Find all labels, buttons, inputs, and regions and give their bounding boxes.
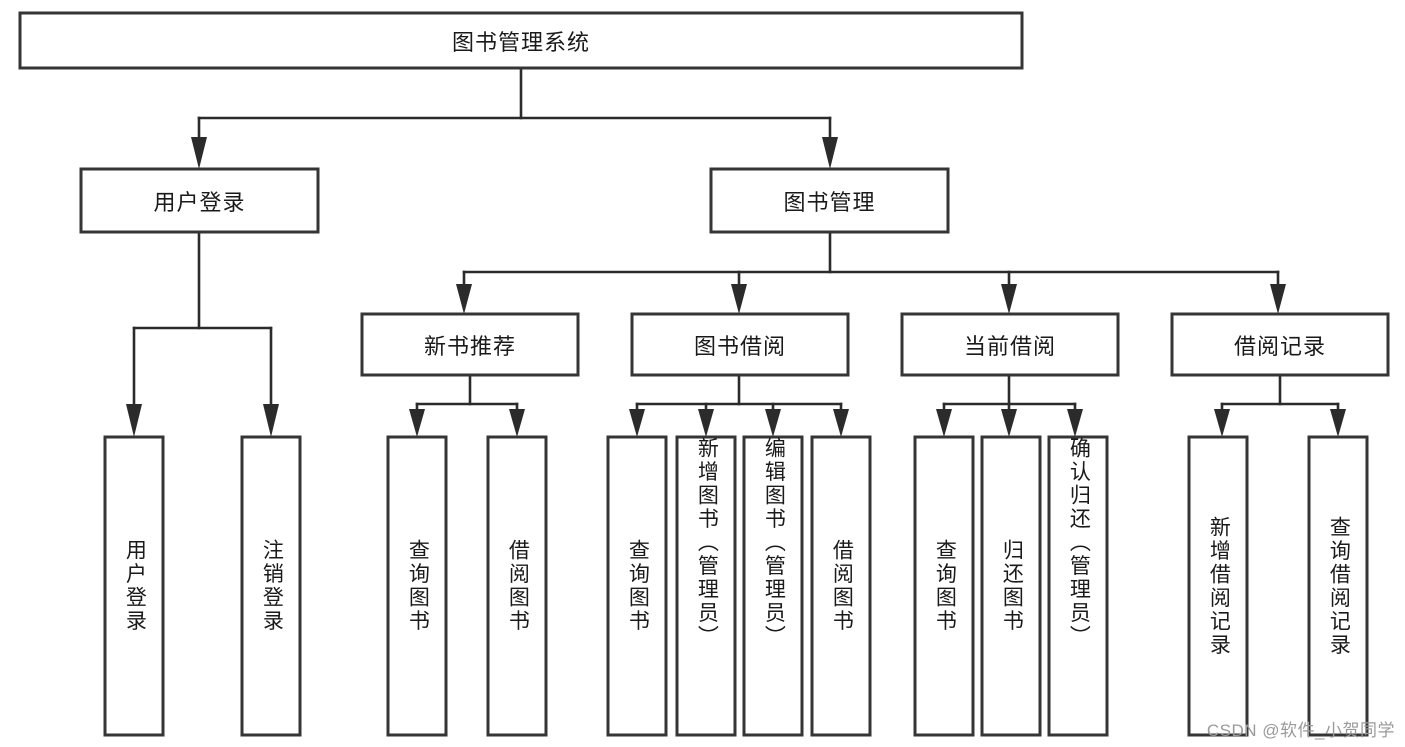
arrow-head-borrow-record: [1270, 284, 1286, 314]
arrow-head-new-book-recommend: [456, 284, 472, 314]
node-box-leaf-user-login[interactable]: [103, 435, 165, 737]
node-box-leaf-logout[interactable]: [240, 435, 302, 737]
arrow-head-leaf-add-book: [698, 409, 714, 437]
watermark-text: CSDN @软件_小贺同学: [1206, 721, 1395, 740]
node-box-leaf-add-record[interactable]: [1187, 435, 1249, 737]
connector-group-user-login: [126, 230, 279, 437]
arrow-head-current-borrow: [1001, 284, 1017, 314]
arrow-head-user-login: [191, 137, 207, 169]
node-box-leaf-borrow-book-1[interactable]: [486, 435, 548, 737]
arrow-head-leaf-borrow-book-1: [509, 409, 525, 437]
node-box-new-book-recommend[interactable]: [360, 312, 580, 377]
connector-group-book-borrow: [629, 373, 849, 437]
node-box-leaf-query-record[interactable]: [1307, 435, 1369, 737]
node-box-leaf-query-book-2[interactable]: [606, 435, 668, 737]
arrow-head-leaf-return-book: [1001, 409, 1017, 437]
node-box-book-borrow[interactable]: [630, 312, 850, 377]
node-box-current-borrow[interactable]: [900, 312, 1120, 377]
arrow-head-book-borrow: [731, 284, 747, 314]
connector-group-borrow-record: [1214, 373, 1346, 437]
connector-group-current-borrow: [936, 373, 1083, 437]
node-box-book-management[interactable]: [709, 167, 950, 234]
connector-group-new-book-recommend: [409, 373, 525, 437]
arrow-head-leaf-query-book-2: [629, 409, 645, 437]
node-box-leaf-confirm-return[interactable]: [1047, 435, 1109, 737]
node-box-leaf-query-book-1[interactable]: [386, 435, 448, 737]
node-box-user-login[interactable]: [79, 167, 320, 234]
arrow-head-book-management: [822, 137, 838, 169]
node-box-leaf-return-book[interactable]: [980, 435, 1042, 737]
node-box-leaf-add-book[interactable]: [675, 435, 737, 737]
node-box-borrow-record[interactable]: [1170, 312, 1390, 377]
node-box-leaf-borrow-book-2[interactable]: [810, 435, 872, 737]
node-box-leaf-query-book-3[interactable]: [913, 435, 975, 737]
arrow-head-leaf-confirm-return: [1067, 409, 1083, 437]
arrow-head-leaf-edit-book: [765, 409, 781, 437]
node-box-root[interactable]: [18, 11, 1024, 70]
arrow-head-leaf-user-login: [126, 404, 142, 437]
arrow-head-leaf-query-book-1: [409, 409, 425, 437]
arrow-head-leaf-add-record: [1214, 409, 1230, 437]
node-box-leaf-edit-book[interactable]: [742, 435, 804, 737]
connector-group-book-management: [456, 230, 1286, 314]
arrow-head-leaf-query-book-3: [936, 409, 952, 437]
connector-group-root: [191, 66, 838, 169]
arrow-head-leaf-borrow-book-2: [833, 409, 849, 437]
arrow-head-leaf-query-record: [1330, 409, 1346, 437]
arrow-head-leaf-logout: [263, 404, 279, 437]
